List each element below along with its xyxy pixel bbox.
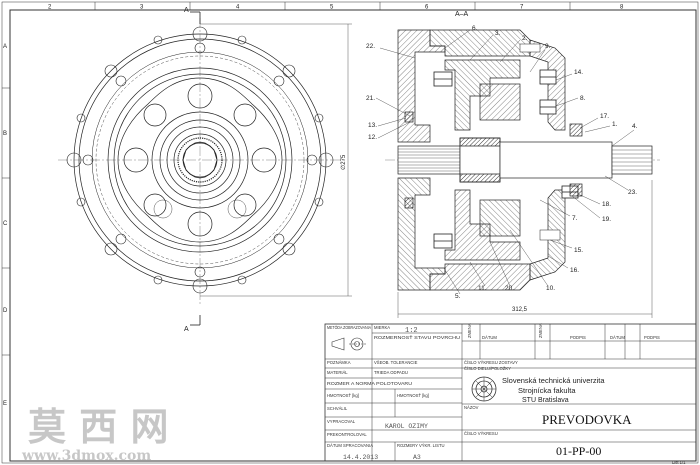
zone-top: 7 <box>520 5 524 11</box>
section-view <box>385 29 660 291</box>
sheet-code: List 1/1 <box>672 460 686 465</box>
format-value: A3 <box>413 454 421 461</box>
zone-markers: 2 3 4 5 6 7 8 A B C D E <box>3 5 624 408</box>
label-rev: ZMENA <box>467 323 472 338</box>
balloon: 18. <box>602 201 611 208</box>
zone-left: D <box>3 308 8 314</box>
label-material: MATERIÁL <box>327 370 348 375</box>
label-mass: HMOTNOSŤ [kg] <box>327 393 359 398</box>
university-logo <box>471 376 497 402</box>
balloon: 5. <box>455 293 461 300</box>
label-tolerance: VŠEOB. TOLERANCIE <box>374 360 418 365</box>
label-format: ROZMERY VÝKR. LISTU <box>397 443 445 448</box>
balloon: 11. <box>478 285 487 292</box>
label-name: NÁZOV <box>464 405 479 410</box>
balloon: 15. <box>574 247 583 254</box>
dimension-left-value: ∅275 <box>340 154 347 170</box>
city-name: STU Bratislava <box>522 397 569 404</box>
watermark-chars: 莫 西 网 <box>28 404 168 449</box>
label-roughness: ROZMERNOSŤ STAVU POVRCHU <box>374 335 460 340</box>
balloon: 1. <box>612 121 618 128</box>
scale-value: 1:2 <box>405 327 418 335</box>
label-approved: SCHVÁLIL <box>327 406 348 411</box>
balloon: 9. <box>545 43 551 50</box>
balloon: 22. <box>366 43 375 50</box>
faculty-name: Strojnícka fakulta <box>518 386 576 395</box>
balloon: 6. <box>472 25 478 32</box>
label-rev: DÁTUM <box>482 335 497 340</box>
zone-left: C <box>3 221 8 227</box>
section-title: A–A <box>455 11 469 18</box>
label-checked: PREKONTROLOVAL <box>327 432 367 437</box>
dimension-right-value: 312,5 <box>512 307 528 313</box>
label-rev: DÁTUM <box>610 335 625 340</box>
leader-lines <box>375 29 635 295</box>
projection-method-icon <box>331 337 366 351</box>
zone-left: E <box>3 401 7 407</box>
balloon: 7. <box>572 215 578 222</box>
section-marker-top: A <box>184 7 189 14</box>
zone-top: 6 <box>425 5 429 11</box>
balloon: 19. <box>602 216 611 223</box>
zone-top: 2 <box>48 5 52 11</box>
title-block <box>324 323 697 462</box>
balloon: 13. <box>368 122 377 129</box>
label-rev: PODPIS <box>644 335 660 340</box>
zone-left: A <box>3 44 7 50</box>
watermark: 莫 西 网 www.3dmox.com <box>21 404 168 464</box>
label-waste: TRIEDA ODPADU <box>374 370 408 375</box>
label-part-number: ČÍSLO DIELU/POLOŽKY <box>464 366 511 371</box>
dimension-left <box>200 23 352 297</box>
balloon: 8. <box>580 95 586 102</box>
section-marker-bottom: A <box>184 326 189 333</box>
balloon: 2. <box>522 35 528 42</box>
label-rev: PODPIS <box>570 335 586 340</box>
zone-left: B <box>3 131 7 137</box>
label-assembly-number: ČÍSLO VÝKRESU ZOSTAVY <box>464 360 518 365</box>
drawing-number: 01-PP-00 <box>556 444 601 458</box>
balloon: 20. <box>505 285 514 292</box>
front-view <box>58 18 345 305</box>
balloon: 14. <box>574 69 583 76</box>
zone-top: 5 <box>330 5 334 11</box>
balloon: 10. <box>546 285 555 292</box>
university-name: Slovenská technická univerzita <box>502 376 605 385</box>
date-value: 14.4.2013 <box>343 454 378 461</box>
drawing-title: PREVODOVKA <box>542 412 632 427</box>
label-drawing-number: ČÍSLO VÝKRESU <box>464 431 498 436</box>
label-scale: MIERKA <box>374 325 390 330</box>
label-drawn: VYPRACOVAL <box>327 419 356 424</box>
balloon: 16. <box>570 267 579 274</box>
author-value: KAROL OZIMY <box>385 423 428 430</box>
balloon: 23. <box>628 189 637 196</box>
zone-top: 4 <box>236 5 240 11</box>
balloon: 21. <box>366 95 375 102</box>
balloon: 3. <box>495 30 501 37</box>
balloons: 6. 3. 22. 2. 9. 14. 8. 21. 13. 12. 17. 1… <box>366 25 638 300</box>
balloon: 4. <box>632 123 638 130</box>
balloon: 12. <box>368 134 377 141</box>
title-block-labels: METÓDA ZOBRAZOVANIA MIERKA ROZMERNOSŤ ST… <box>327 323 660 448</box>
title-block-values: 1:2 KAROL OZIMY 14.4.2013 A3 Slovenská t… <box>343 327 686 465</box>
watermark-url: www.3dmox.com <box>21 448 151 464</box>
label-method: METÓDA ZOBRAZOVANIA <box>327 325 371 330</box>
label-note: POZNÁMKA <box>327 360 351 365</box>
label-mass2: HMOTNOSŤ [kg] <box>397 393 429 398</box>
label-date: DÁTUM SPRACOVANIA <box>327 443 373 448</box>
balloon: 17. <box>600 113 609 120</box>
section-marks <box>190 11 201 326</box>
zone-top: 8 <box>620 5 624 11</box>
dimension-right <box>397 180 653 318</box>
zone-top: 3 <box>140 5 144 11</box>
label-rev: ZMENA <box>538 323 543 338</box>
label-semi-norm: ROZMER A NORMA POLOTOVARU <box>327 381 412 386</box>
